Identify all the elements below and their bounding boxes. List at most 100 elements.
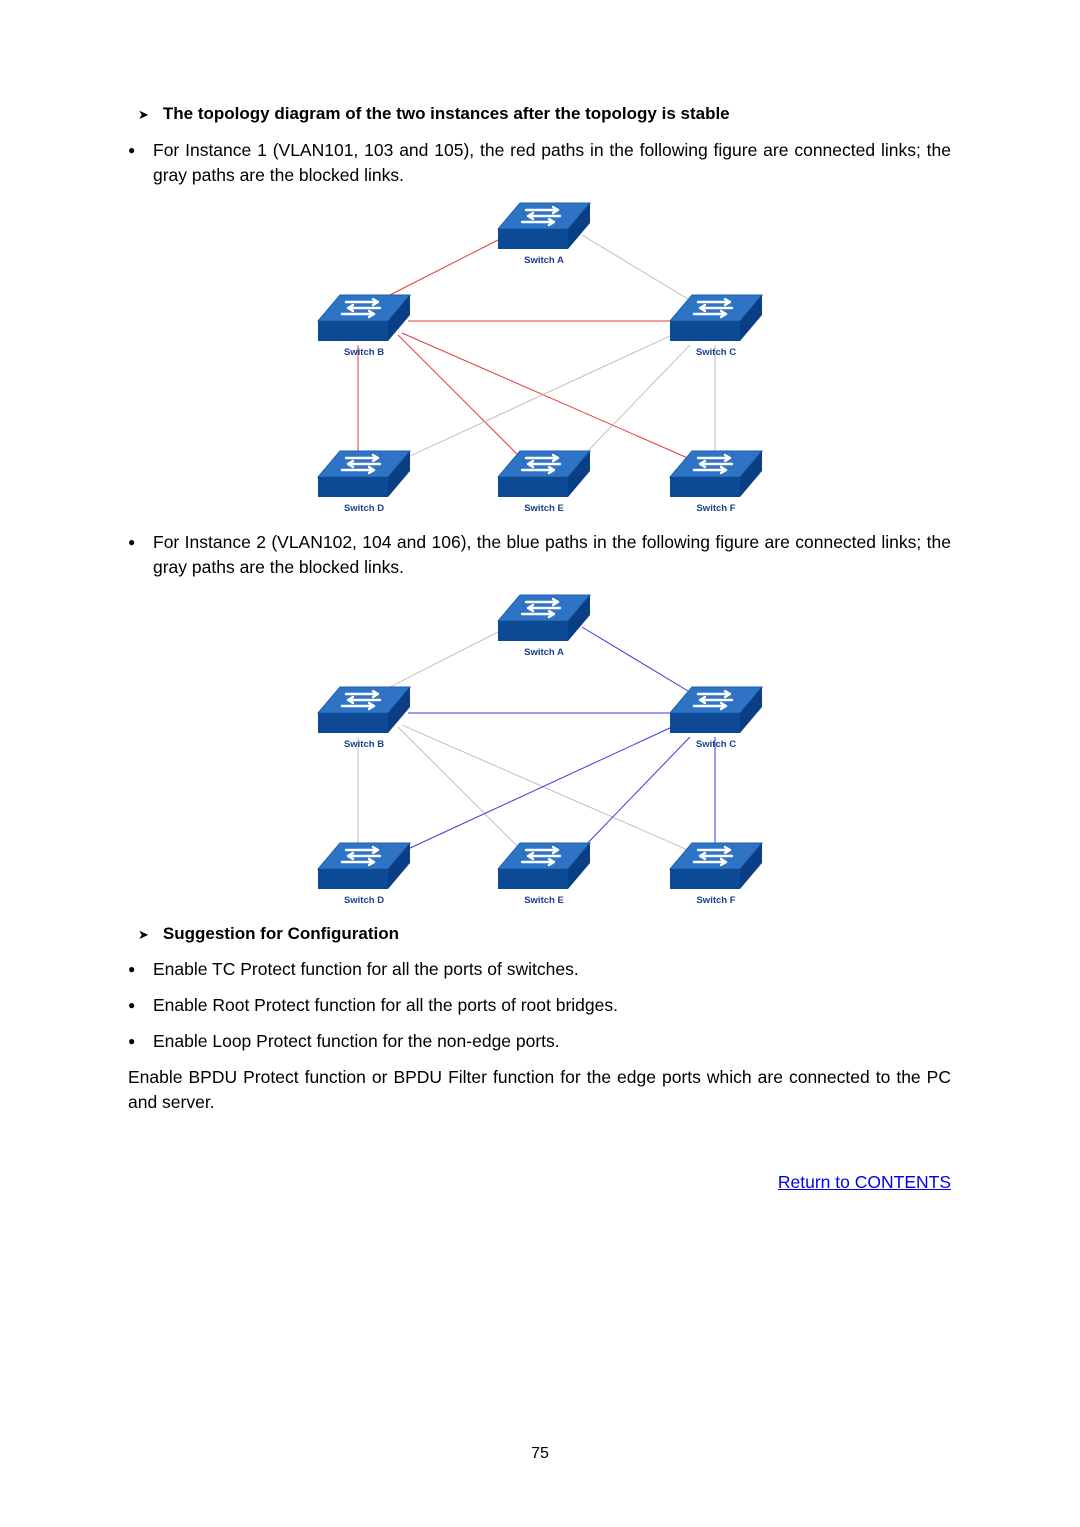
switch-label: Switch E bbox=[524, 503, 564, 514]
switch-front-face bbox=[318, 477, 388, 497]
active-link bbox=[407, 726, 673, 850]
arrow-icon bbox=[340, 465, 376, 475]
arrow-icon bbox=[520, 465, 556, 475]
arrow-icon bbox=[698, 851, 734, 861]
arrow-icon bbox=[340, 701, 376, 711]
arrow-icon bbox=[698, 695, 734, 705]
bullet-dot-icon: ● bbox=[128, 535, 136, 549]
switch-label: Switch D bbox=[344, 895, 384, 906]
network-switch-icon: Switch C bbox=[668, 294, 764, 358]
arrow-bullet-icon: ➤ bbox=[138, 107, 149, 122]
suggestion-text: Enable TC Protect function for all the p… bbox=[153, 959, 579, 979]
switch-label: Switch C bbox=[696, 347, 736, 358]
switch-front-face bbox=[318, 869, 388, 889]
list-item: ● Enable TC Protect function for all the… bbox=[128, 957, 951, 982]
network-switch-icon: Switch C bbox=[668, 686, 764, 750]
switch-side-face bbox=[568, 451, 590, 497]
suggestion-text: Enable Loop Protect function for the non… bbox=[153, 1031, 560, 1051]
arrow-icon bbox=[520, 217, 556, 227]
heading-text: The topology diagram of the two instance… bbox=[162, 104, 730, 123]
switch-front-face bbox=[318, 321, 388, 341]
switch-front-face bbox=[498, 229, 568, 249]
arrow-icon bbox=[524, 597, 560, 607]
switch-front-face bbox=[498, 621, 568, 641]
arrow-bullet-icon: ➤ bbox=[138, 927, 149, 942]
instance1-text: For Instance 1 (VLAN101, 103 and 105), t… bbox=[153, 140, 951, 185]
arrow-icon bbox=[344, 453, 380, 463]
switch-label: Switch F bbox=[696, 895, 735, 906]
arrow-icon bbox=[692, 309, 728, 319]
active-link bbox=[381, 238, 501, 300]
arrow-icon bbox=[698, 303, 734, 313]
arrow-icon bbox=[346, 303, 382, 313]
network-switch-icon: Switch E bbox=[496, 842, 592, 906]
switch-label: Switch E bbox=[524, 895, 564, 906]
list-item-instance2: ● For Instance 2 (VLAN102, 104 and 106),… bbox=[128, 530, 951, 580]
switch-label: Switch A bbox=[524, 647, 564, 658]
network-switch-icon: Switch F bbox=[668, 842, 764, 906]
arrow-icon bbox=[526, 459, 562, 469]
switch-side-face bbox=[388, 295, 410, 341]
network-switch-icon: Switch D bbox=[316, 450, 412, 514]
arrow-icon bbox=[692, 465, 728, 475]
arrow-icon bbox=[526, 851, 562, 861]
network-switch-icon: Switch E bbox=[496, 450, 592, 514]
switch-side-face bbox=[740, 451, 762, 497]
topology-diagram-instance2: Switch A Switch B Switch C Switch D Switch E… bbox=[316, 594, 764, 906]
list-item-instance1: ● For Instance 1 (VLAN101, 103 and 105),… bbox=[128, 138, 951, 188]
section-heading-topology: ➤ The topology diagram of the two instanc… bbox=[138, 104, 730, 124]
network-switch-icon: Switch B bbox=[316, 686, 412, 750]
arrow-icon bbox=[340, 309, 376, 319]
switch-side-face bbox=[568, 203, 590, 249]
arrow-icon bbox=[344, 297, 380, 307]
switch-front-face bbox=[670, 869, 740, 889]
switch-side-face bbox=[388, 843, 410, 889]
switch-side-face bbox=[388, 451, 410, 497]
blocked-link bbox=[401, 724, 691, 852]
blocked-link bbox=[581, 234, 689, 300]
switch-label: Switch A bbox=[524, 255, 564, 266]
blocked-link bbox=[579, 344, 691, 460]
switch-side-face bbox=[568, 595, 590, 641]
active-link bbox=[581, 626, 689, 692]
arrow-icon bbox=[696, 845, 732, 855]
switch-label: Switch B bbox=[344, 347, 384, 358]
arrow-icon bbox=[696, 689, 732, 699]
network-switch-icon: Switch A bbox=[496, 594, 592, 658]
arrow-icon bbox=[692, 701, 728, 711]
section-heading-suggestion: ➤Suggestion for Configuration bbox=[138, 924, 399, 944]
arrow-icon bbox=[344, 845, 380, 855]
switch-front-face bbox=[318, 713, 388, 733]
bullet-dot-icon: ● bbox=[128, 143, 136, 157]
blocked-link bbox=[407, 334, 673, 458]
switch-front-face bbox=[498, 869, 568, 889]
blocked-link bbox=[397, 726, 521, 850]
arrow-icon bbox=[520, 857, 556, 867]
list-item: ● Enable Loop Protect function for the n… bbox=[128, 1029, 951, 1054]
network-switch-icon: Switch A bbox=[496, 202, 592, 266]
switch-side-face bbox=[740, 843, 762, 889]
arrow-icon bbox=[692, 857, 728, 867]
arrow-icon bbox=[524, 453, 560, 463]
network-switch-icon: Switch F bbox=[668, 450, 764, 514]
switch-side-face bbox=[740, 687, 762, 733]
switch-label: Switch B bbox=[344, 739, 384, 750]
page-number: 75 bbox=[531, 1445, 549, 1462]
arrow-icon bbox=[696, 297, 732, 307]
network-switch-icon: Switch B bbox=[316, 294, 412, 358]
bullet-dot-icon: ● bbox=[128, 1034, 136, 1048]
bullet-dot-icon: ● bbox=[128, 998, 136, 1012]
switch-front-face bbox=[670, 477, 740, 497]
arrow-icon bbox=[346, 695, 382, 705]
arrow-icon bbox=[344, 689, 380, 699]
topology-diagram-instance1: Switch A Switch B Switch C Switch D Switch E… bbox=[316, 202, 764, 514]
arrow-icon bbox=[520, 609, 556, 619]
bullet-dot-icon: ● bbox=[128, 962, 136, 976]
switch-side-face bbox=[740, 295, 762, 341]
switch-label: Switch F bbox=[696, 503, 735, 514]
switch-front-face bbox=[498, 477, 568, 497]
return-to-contents-link[interactable]: Return to CONTENTS bbox=[777, 1172, 951, 1192]
active-link bbox=[397, 334, 521, 458]
bpdu-paragraph: Enable BPDU Protect function or BPDU Fil… bbox=[128, 1067, 951, 1112]
active-link bbox=[579, 736, 691, 852]
